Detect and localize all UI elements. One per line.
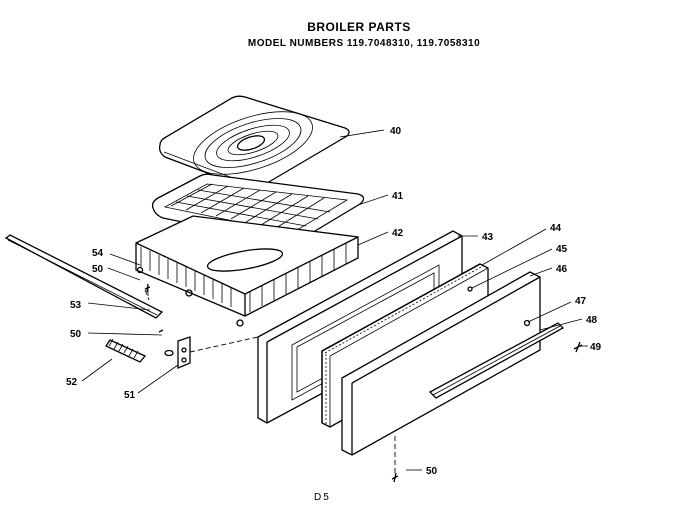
model-numbers: MODEL NUMBERS 119.7048310, 119.7058310 — [247, 38, 481, 49]
callout-44: 44 — [550, 223, 562, 234]
part-50-screws — [144, 283, 399, 483]
callout-48: 48 — [586, 315, 598, 326]
part-40-broiler-pan-insert — [158, 95, 350, 190]
part-52-spring — [105, 338, 147, 363]
callout-54: 54 — [92, 248, 104, 259]
callout-labels: 40 41 42 43 44 45 46 47 48 49 50 50 50 5… — [66, 126, 602, 477]
part-47-screw — [523, 319, 531, 327]
callout-43: 43 — [482, 232, 494, 243]
callout-50-middle: 50 — [70, 329, 82, 340]
callout-46: 46 — [556, 264, 568, 275]
part-51-bracket — [164, 336, 191, 369]
part-49-screw — [573, 341, 583, 353]
part-45-door-insulation — [467, 286, 473, 292]
callout-42: 42 — [392, 228, 404, 239]
part-53-drawer-slide-rail — [4, 234, 164, 319]
callout-45: 45 — [556, 244, 568, 255]
diagram-title: BROILER PARTS — [307, 20, 411, 34]
callout-53: 53 — [70, 300, 82, 311]
callout-52: 52 — [66, 377, 78, 388]
assembly-guide-lines — [144, 289, 396, 474]
callout-49: 49 — [590, 342, 602, 353]
page-code: D5 — [314, 492, 331, 503]
part-46-outer-door-panel — [341, 271, 541, 456]
callout-50-top: 50 — [92, 264, 104, 275]
callout-50-bottom: 50 — [426, 466, 438, 477]
callout-47: 47 — [575, 296, 587, 307]
callout-51: 51 — [124, 390, 136, 401]
part-48-door-handle — [428, 322, 565, 399]
callout-41: 41 — [392, 191, 404, 202]
callout-leader-lines — [81, 129, 588, 471]
part-42-broiler-drawer — [135, 215, 359, 327]
callout-40: 40 — [390, 126, 402, 137]
